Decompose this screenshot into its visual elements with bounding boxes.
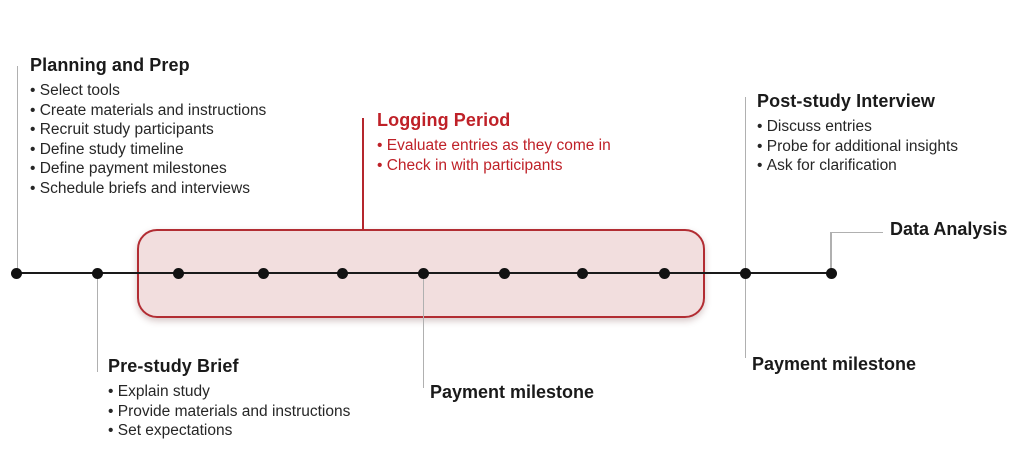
phase-title: Post-study Interview xyxy=(757,91,936,111)
label-payment-milestone-right: Payment milestone xyxy=(752,354,917,374)
phase-post-study-interview: Post-study Interview Discuss entries Pro… xyxy=(757,90,958,176)
bullet-item: Provide materials and instructions xyxy=(108,402,351,422)
timeline-dot xyxy=(91,267,103,279)
phase-bullet-list: Explain study Provide materials and inst… xyxy=(108,382,351,441)
timeline-dot xyxy=(576,267,588,279)
bullet-item: Check in with participants xyxy=(377,156,611,176)
phase-logging-period: Logging Period Evaluate entries as they … xyxy=(377,109,611,175)
bullet-item: Define study timeline xyxy=(30,140,266,160)
phase-title: Pre-study Brief xyxy=(108,356,239,376)
data-analysis-connector-vertical xyxy=(830,232,832,273)
data-analysis-connector-horizontal xyxy=(830,231,883,233)
bullet-item: Define payment milestones xyxy=(30,159,266,179)
bullet-item: Discuss entries xyxy=(757,117,958,137)
bullet-item: Recruit study participants xyxy=(30,120,266,140)
bullet-item: Schedule briefs and interviews xyxy=(30,179,266,199)
phase-bullet-list: Evaluate entries as they come in Check i… xyxy=(377,136,611,175)
label-data-analysis: Data Analysis xyxy=(890,219,1008,239)
phase-pre-study-brief: Pre-study Brief Explain study Provide ma… xyxy=(108,355,350,441)
bullet-item: Select tools xyxy=(30,81,266,101)
bullet-item: Create materials and instructions xyxy=(30,101,267,121)
phase-title: Planning and Prep xyxy=(30,55,190,75)
bullet-item: Probe for additional insights xyxy=(757,137,958,157)
planning-connector-line xyxy=(16,66,18,272)
phase-planning-and-prep: Planning and Prep Select tools Create ma… xyxy=(30,54,266,198)
timeline-dot xyxy=(172,267,184,279)
payment-center-connector-line xyxy=(422,274,424,388)
logging-connector-line xyxy=(362,118,364,230)
phase-bullet-list: Discuss entries Probe for additional ins… xyxy=(757,117,958,176)
pre-study-connector-line xyxy=(96,274,98,372)
bullet-item: Evaluate entries as they come in xyxy=(377,136,611,156)
bullet-item: Explain study xyxy=(108,382,350,402)
bullet-item: Set expectations xyxy=(108,421,350,441)
phase-title: Logging Period xyxy=(377,110,511,130)
timeline-dot xyxy=(825,267,837,279)
timeline-dot xyxy=(257,267,269,279)
timeline-dot xyxy=(498,267,510,279)
timeline-dot xyxy=(658,267,670,279)
label-payment-milestone-center: Payment milestone xyxy=(430,382,595,402)
post-study-connector-line xyxy=(744,97,746,358)
phase-bullet-list: Select tools Create materials and instru… xyxy=(30,81,267,199)
timeline-dot xyxy=(10,267,22,279)
bullet-item: Ask for clarification xyxy=(757,156,958,176)
timeline-dot xyxy=(739,267,751,279)
timeline-dot xyxy=(417,267,429,279)
timeline-dot xyxy=(336,267,348,279)
